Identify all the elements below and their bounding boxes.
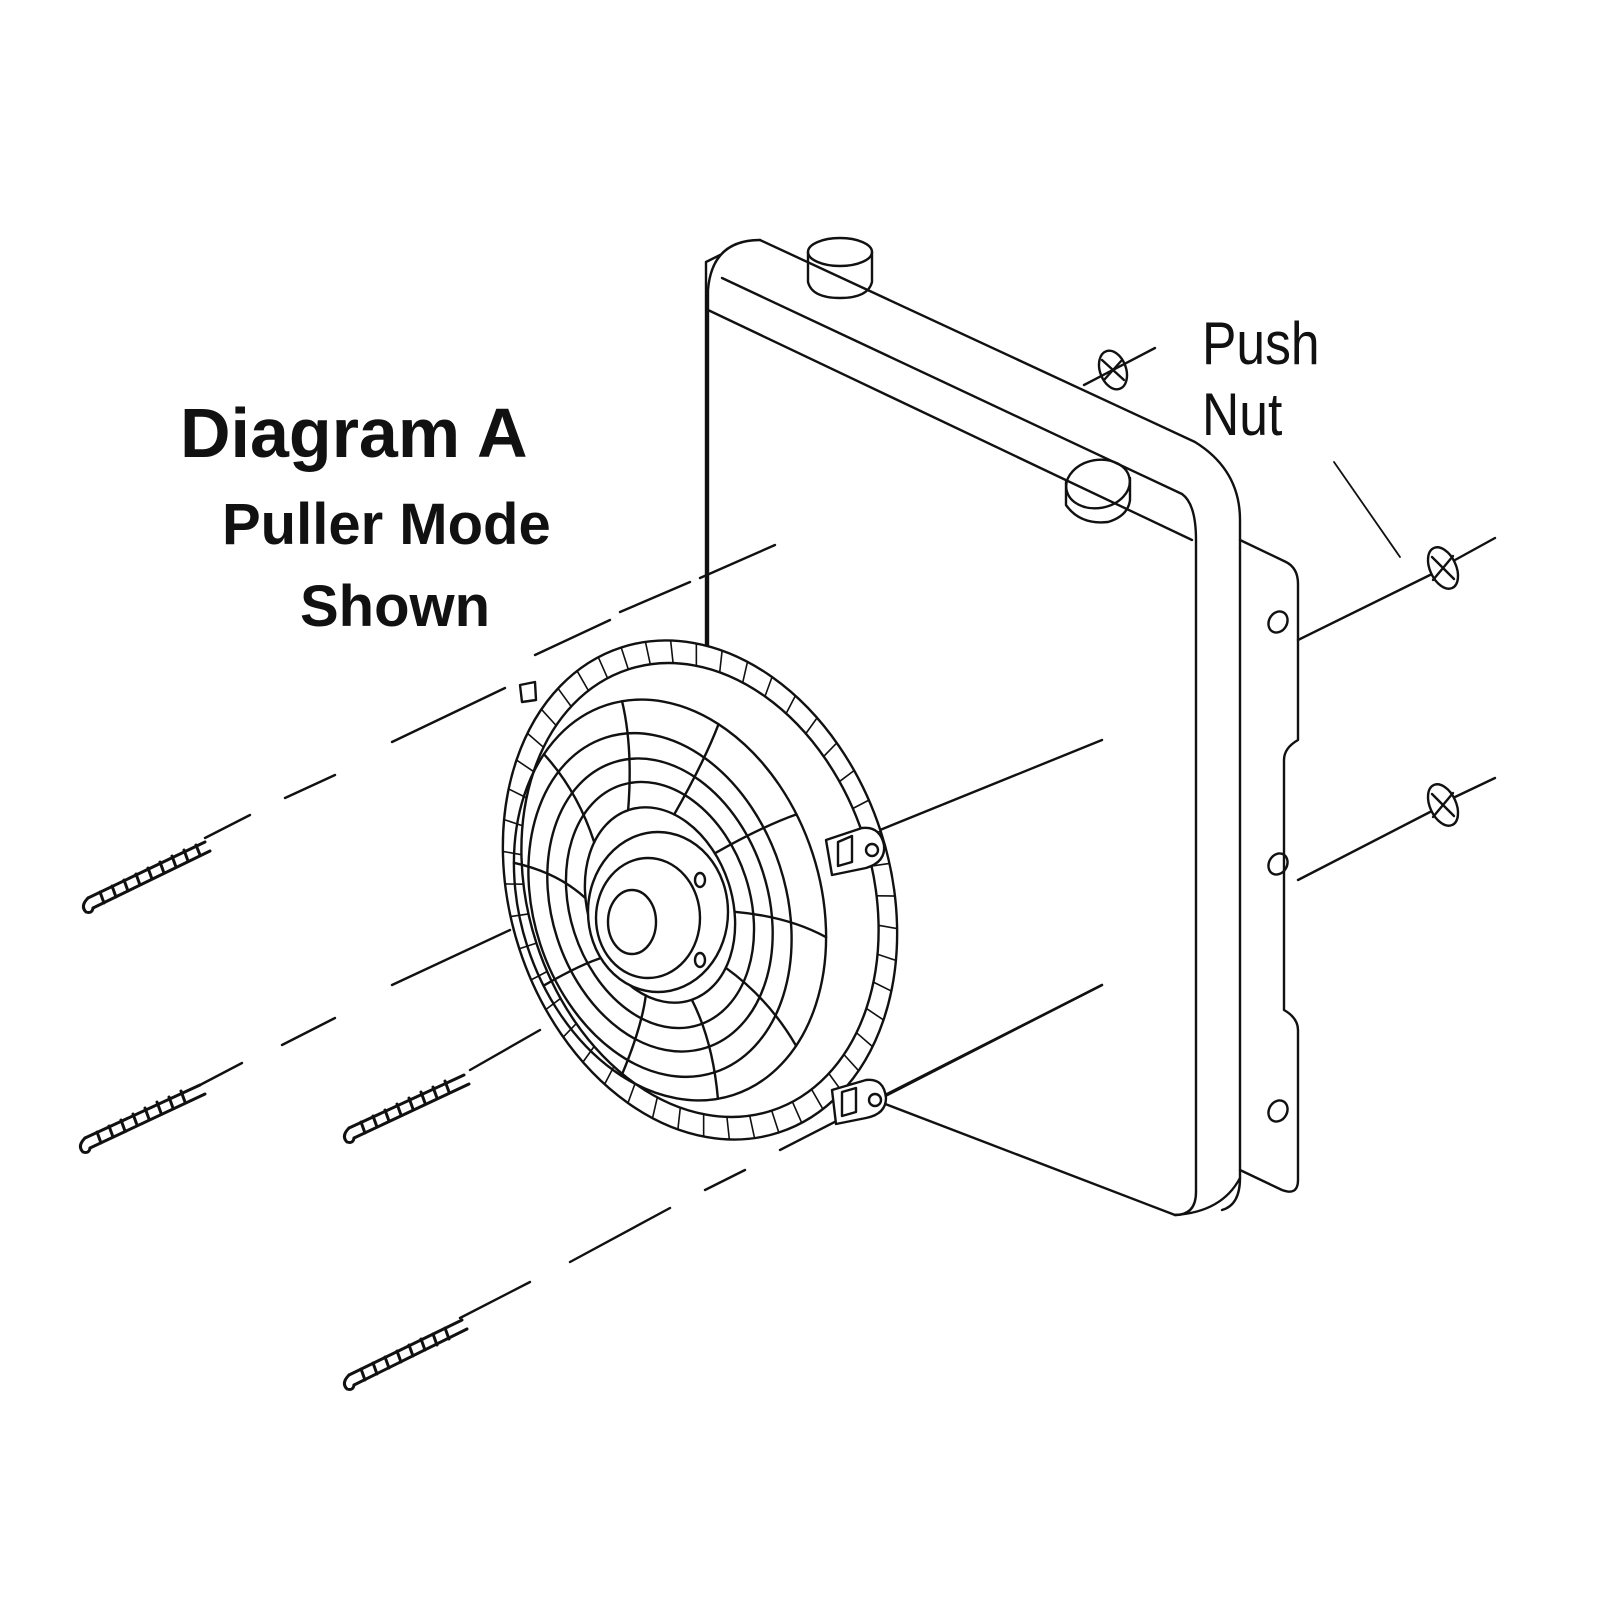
shroud-rib [879, 925, 898, 928]
diagram-title: Diagram A [180, 394, 528, 472]
guard-spoke [514, 863, 586, 898]
shroud-rib [750, 1116, 755, 1138]
shroud-rib [504, 820, 522, 826]
guide-line [1084, 348, 1155, 385]
mounting-rod-icon [80, 842, 469, 1390]
guard-spoke [735, 912, 827, 937]
shroud-rib [853, 800, 869, 808]
shroud-rib [563, 1024, 576, 1038]
guide-line [1298, 538, 1495, 640]
diagram-subtitle-line1: Puller Mode [222, 492, 551, 557]
shroud-rib [878, 954, 896, 960]
shroud-rib [671, 641, 673, 664]
guard-spoke [621, 996, 645, 1076]
shroud-rib [873, 982, 891, 991]
diagram-subtitle-line2: Shown [300, 574, 491, 639]
shroud-rib [839, 771, 854, 782]
shroud-rib [621, 647, 628, 669]
shroud-rib [558, 688, 571, 706]
guard-spoke [726, 968, 796, 1046]
guard-spoke [674, 724, 718, 814]
shroud-rib [743, 662, 748, 683]
shroud-rib [583, 1046, 594, 1062]
guard-spoke [622, 701, 630, 810]
shroud-rib [598, 657, 607, 678]
shroud-rib [517, 760, 534, 772]
fan-icon [440, 589, 959, 1191]
push-nut-icon [1094, 347, 1464, 831]
guide-line [1298, 778, 1495, 880]
guard-spoke [715, 814, 797, 853]
callout-leader-line [1334, 462, 1400, 557]
shroud-rib [527, 733, 543, 747]
push-nut-callout-line2: Nut [1202, 381, 1283, 448]
shroud-rib [541, 709, 556, 725]
shroud-rib [786, 696, 795, 714]
shroud-rib [577, 671, 588, 691]
shroud-rib [772, 1111, 779, 1133]
shroud-rib [824, 743, 837, 757]
shroud-rib [812, 1089, 823, 1109]
assembly-guide-lines [200, 545, 1102, 1318]
shroud-rib [806, 718, 817, 734]
radiator-cap-icon [808, 238, 1134, 522]
shroud-rib [856, 1033, 872, 1047]
shroud-rib [765, 677, 772, 696]
shroud-rib [720, 651, 722, 673]
shroud-rib [653, 1097, 658, 1118]
shroud-rib [678, 1108, 680, 1130]
shroud-rib [866, 1008, 883, 1020]
shroud-rib [628, 1084, 635, 1103]
shroud-rib [727, 1117, 729, 1140]
push-nut-callout-line1: Push [1202, 310, 1320, 377]
shroud-rib [645, 642, 650, 664]
guard-spoke [544, 754, 594, 842]
shroud-rib [844, 1055, 859, 1071]
radiator-icon [706, 240, 1298, 1215]
guard-spoke [692, 1000, 718, 1099]
shroud-rib [503, 851, 522, 854]
shroud-rib [792, 1102, 801, 1123]
